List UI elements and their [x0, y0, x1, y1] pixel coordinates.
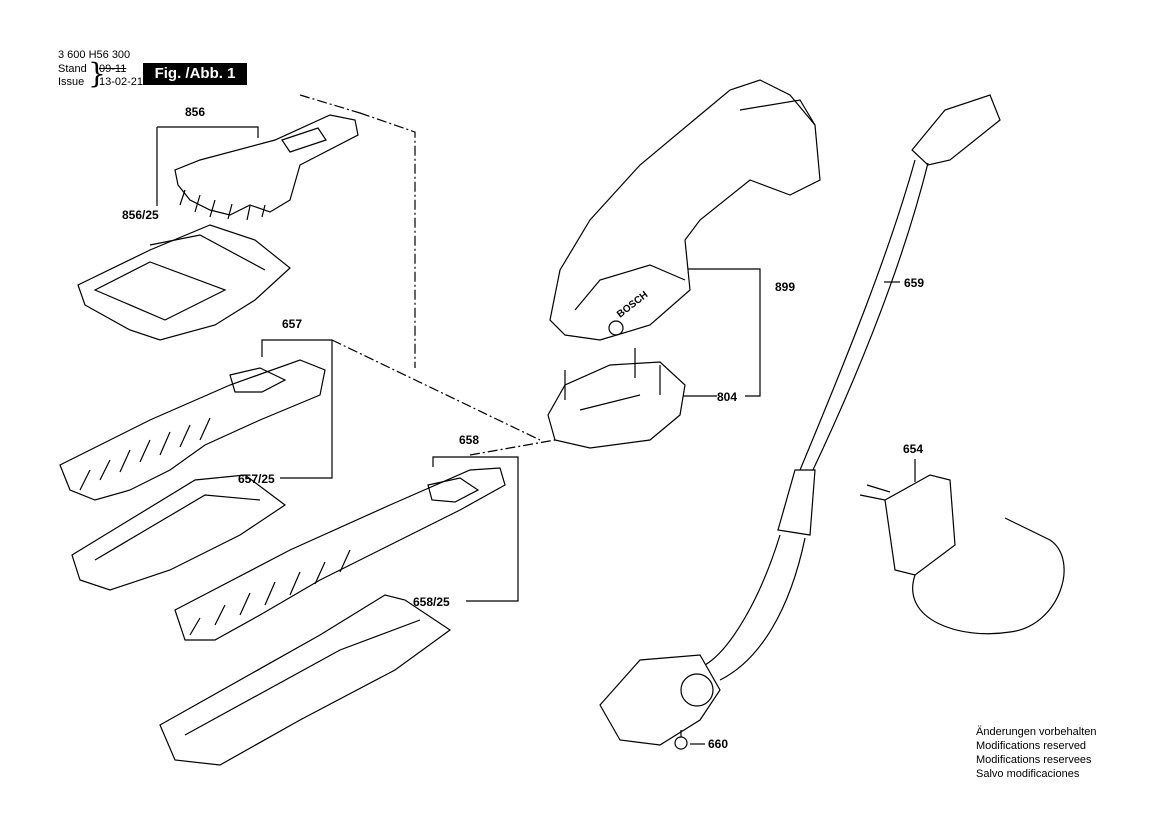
leader-899 [687, 268, 761, 397]
stand-label: Stand [58, 63, 87, 75]
brace-icon: } [88, 57, 106, 90]
screw-660 [674, 730, 688, 750]
stand-value: 09-11 [99, 63, 127, 75]
part-label-856-25: 856/25 [122, 208, 159, 222]
issue-label: Issue [58, 76, 85, 88]
part-label-658: 658 [459, 433, 480, 447]
handle-659 [599, 94, 1001, 746]
leader-856 [156, 126, 259, 206]
blade-657 [59, 359, 326, 501]
blade-658 [174, 467, 506, 641]
guard-657-25 [71, 474, 287, 591]
assembly-line [299, 94, 556, 456]
part-label-657: 657 [282, 317, 303, 331]
part-label-659: 659 [904, 276, 925, 290]
part-label-660: 660 [708, 737, 729, 751]
part-label-804: 804 [717, 390, 738, 404]
blade-856 [174, 114, 359, 221]
part-label-899: 899 [775, 280, 796, 294]
guard-658-25 [159, 594, 452, 766]
notice-line-en: Modifications reserved [976, 740, 1087, 752]
guard-856-25 [77, 224, 291, 341]
part-label-654: 654 [903, 442, 924, 456]
notice-line-de: Änderungen vorbehalten [976, 726, 1097, 738]
modifications-notice: Änderungen vorbehalten Modifications res… [976, 725, 1096, 781]
charger-654 [859, 474, 1065, 635]
part-label-856: 856 [185, 105, 206, 119]
document-number: 3 600 H56 300 [58, 49, 131, 61]
tool-body-899 [549, 79, 821, 341]
notice-line-fr: Modifications reservees [976, 754, 1092, 766]
base-plate-804 [547, 348, 686, 449]
figure-tab: Fig. /Abb. 1 [143, 63, 247, 85]
leader-658 [432, 456, 519, 602]
part-label-657-25: 657/25 [238, 472, 275, 486]
issue-value: 13-02-21 [99, 76, 144, 88]
part-label-658-25: 658/25 [413, 595, 450, 609]
notice-line-es: Salvo modificaciones [976, 768, 1080, 780]
